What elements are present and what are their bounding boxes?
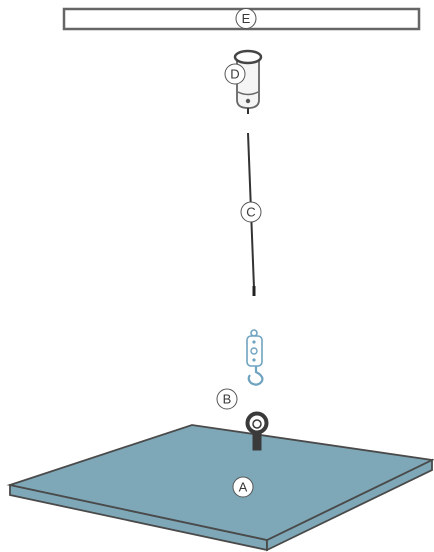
callout-b-label: B: [223, 392, 232, 407]
callout-a: A: [232, 476, 254, 498]
callout-c: C: [240, 201, 262, 223]
callout-d-label: D: [230, 67, 239, 82]
callout-a-label: A: [239, 480, 248, 495]
hook-clip: [246, 329, 264, 386]
callout-c-label: C: [246, 205, 255, 220]
callout-e: E: [235, 8, 257, 29]
callout-b: B: [216, 388, 238, 410]
callout-e-label: E: [242, 11, 251, 26]
callout-d: D: [224, 63, 246, 85]
eye-bolt: [245, 411, 269, 451]
panel: [6, 424, 434, 552]
